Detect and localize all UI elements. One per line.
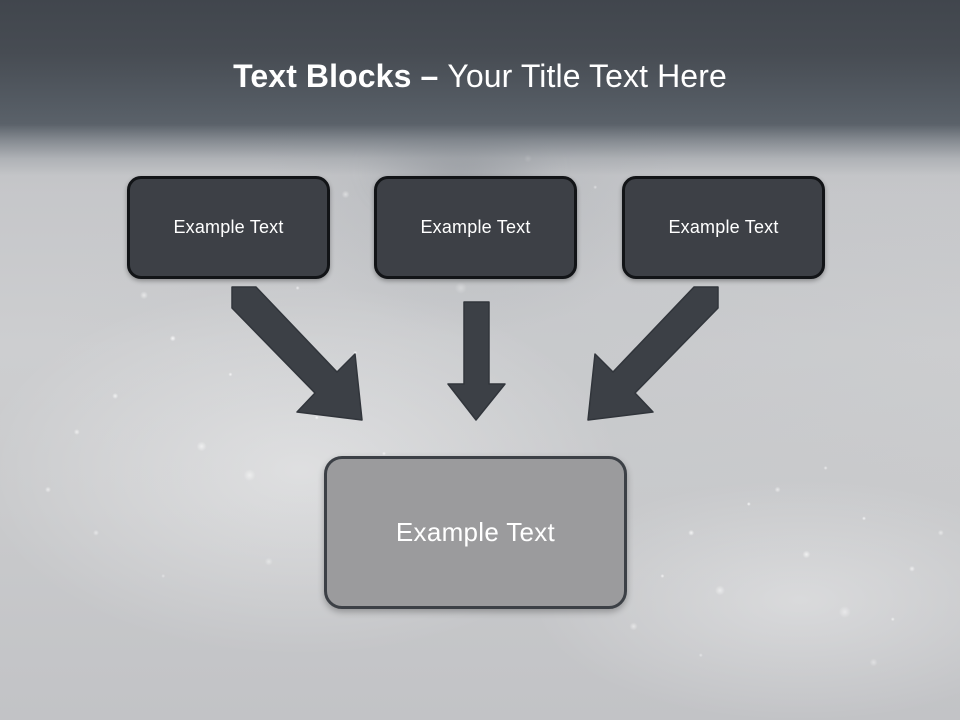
slide-title-rest: Your Title Text Here: [447, 58, 727, 94]
slide-title: Text Blocks – Your Title Text Here: [0, 56, 960, 96]
text-block-top-1[interactable]: Example Text: [127, 176, 330, 279]
header-band: [0, 0, 960, 126]
slide-title-bold: Text Blocks: [233, 58, 412, 94]
text-block-bottom-label: Example Text: [395, 517, 556, 547]
text-block-top-3[interactable]: Example Text: [622, 176, 825, 279]
text-block-top-2-label: Example Text: [420, 217, 531, 237]
text-block-top-3-label: Example Text: [668, 217, 779, 237]
text-block-top-2[interactable]: Example Text: [374, 176, 577, 279]
text-block-top-1-label: Example Text: [173, 217, 284, 237]
text-block-bottom[interactable]: Example Text: [324, 456, 627, 609]
slide-title-dash: –: [411, 58, 448, 94]
